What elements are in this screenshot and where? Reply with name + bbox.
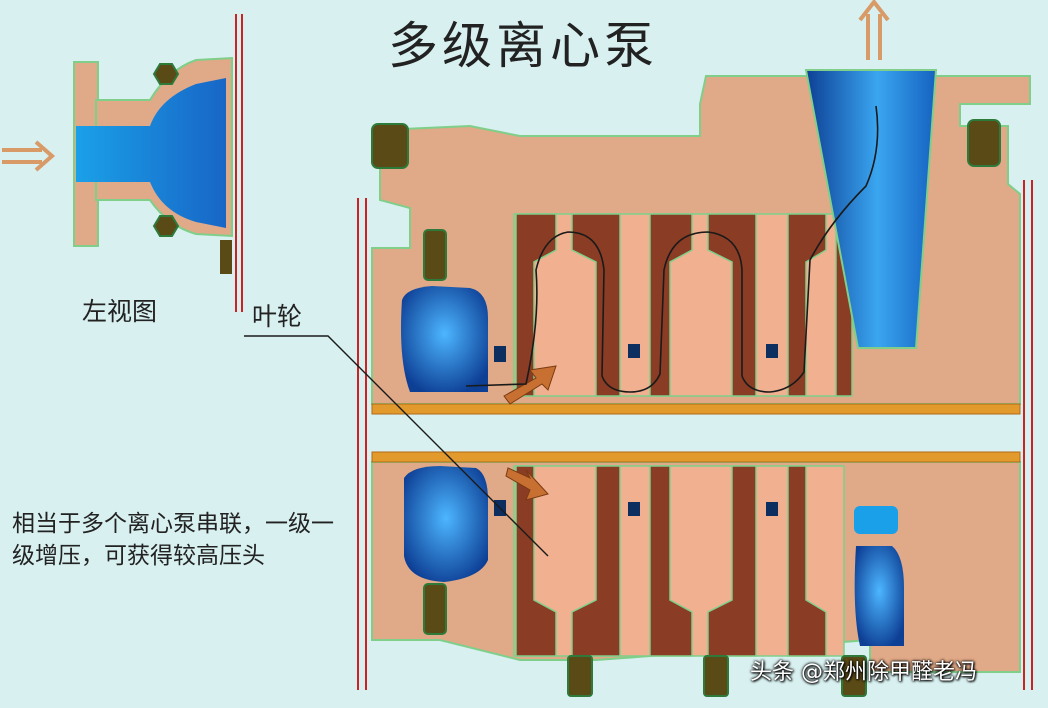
- leader-line: [244, 335, 549, 557]
- inlet-water-chamber: [404, 466, 488, 582]
- inlet-flow-arrow-icon: [2, 140, 56, 172]
- diagram-title: 多级离心泵: [388, 17, 658, 75]
- pump-shaft: [371, 403, 1021, 415]
- outlet-water: [854, 546, 904, 646]
- bolt-icon: [371, 119, 1001, 697]
- watermark: 头条 @郑州除甲醛老冯: [750, 660, 977, 685]
- inlet-water-chamber: [401, 286, 488, 392]
- outlet-water: [854, 506, 898, 534]
- seal-ring: [494, 344, 778, 516]
- pump-shaft: [371, 451, 1021, 463]
- bolt-icon: [152, 63, 232, 274]
- description-text: 相当于多个离心泵串联，一级一级增压，可获得较高压头: [12, 511, 334, 569]
- side-view-drawing: [73, 14, 243, 312]
- side-view-water: [76, 78, 226, 228]
- flow-direction-arrow-icon: [503, 365, 557, 501]
- outlet-cone: [804, 69, 938, 349]
- impeller-label: 叶轮: [252, 302, 303, 331]
- impeller: [515, 465, 827, 657]
- outlet-flow-arrow-icon: [858, 0, 890, 60]
- impeller: [515, 213, 853, 397]
- side-view-label: 左视图: [82, 297, 158, 326]
- flow-path-line: [465, 105, 879, 393]
- pump-cross-section: [244, 69, 1033, 697]
